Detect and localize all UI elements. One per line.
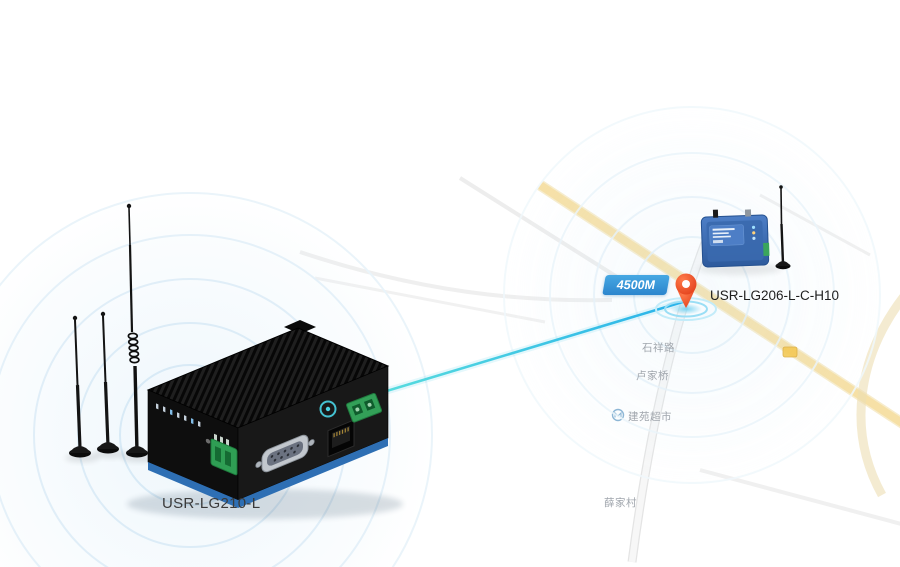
distance-badge: 4500M [602, 275, 670, 295]
location-pin-icon [655, 273, 717, 321]
right-device-label: USR-LG206-L-C-H10 [710, 288, 840, 303]
antenna-connector [744, 209, 752, 217]
db9-serial-port [255, 434, 315, 473]
terminal-strip [763, 242, 770, 257]
led-indicators [156, 403, 201, 428]
antenna-icon [97, 311, 119, 454]
status-led [751, 225, 756, 229]
device-sticker [709, 224, 745, 247]
antenna-icon [126, 203, 148, 458]
left-device-label: USR-LG210-L [162, 495, 261, 512]
reset-hole [205, 438, 211, 444]
status-led [752, 231, 756, 235]
status-led [752, 236, 756, 240]
map-label: 石祥路 [642, 342, 675, 354]
terminal-block-icon [210, 433, 238, 476]
connection-line [328, 297, 688, 412]
map-label: 卢家桥 [636, 370, 669, 382]
link-start-point [319, 400, 337, 418]
antenna-icon [69, 315, 91, 458]
left-antenna-group [65, 203, 156, 462]
map-label: 薛家村 [604, 497, 637, 509]
lora-node-device [698, 185, 791, 275]
power-terminal-icon [346, 392, 383, 423]
map-label: 建苑超市 [628, 411, 672, 423]
antenna-connector [712, 209, 719, 218]
ethernet-port [327, 419, 355, 458]
lora-gateway-device [127, 320, 403, 519]
antenna-icon [775, 185, 791, 270]
